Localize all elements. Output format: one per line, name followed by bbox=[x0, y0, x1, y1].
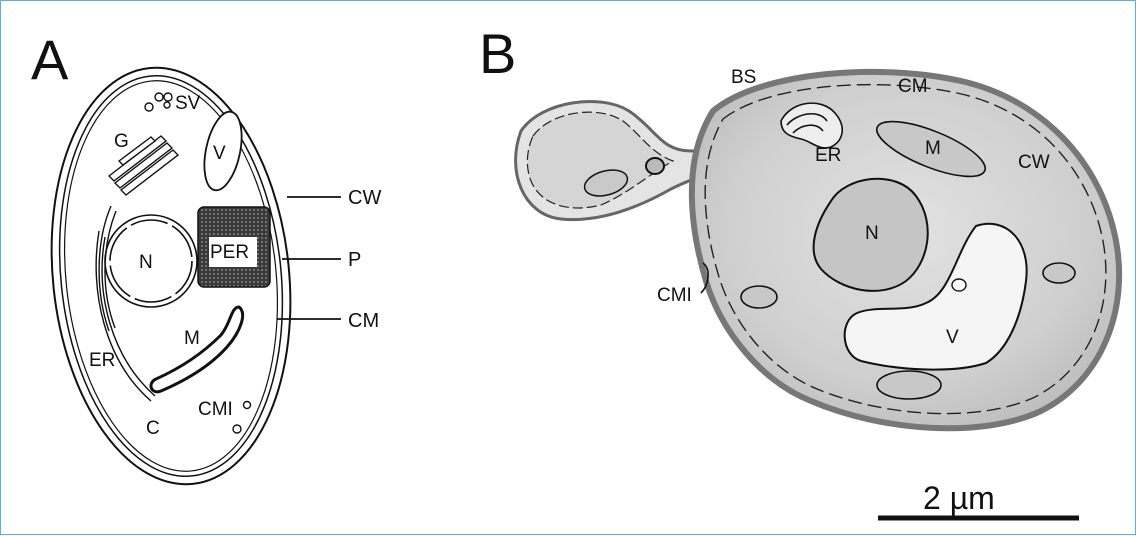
label-b-n: N bbox=[865, 223, 879, 244]
label-m: M bbox=[184, 328, 200, 349]
label-b-v: V bbox=[946, 327, 959, 348]
panel-b-vacuole-vesicle bbox=[952, 279, 966, 291]
panel-a-secretory-vesicles bbox=[145, 93, 172, 111]
panel-b: B bbox=[479, 22, 1119, 518]
label-b-cm: CM bbox=[898, 76, 928, 97]
label-n: N bbox=[139, 252, 153, 273]
label-c: C bbox=[146, 418, 160, 439]
label-v: V bbox=[213, 143, 226, 164]
scale-bar: 2 µm bbox=[878, 480, 1079, 518]
scale-bar-label: 2 µm bbox=[923, 480, 995, 516]
label-er: ER bbox=[89, 350, 115, 371]
label-b-cw: CW bbox=[1018, 152, 1050, 173]
label-g: G bbox=[114, 131, 129, 152]
panel-b-letter: B bbox=[479, 22, 516, 85]
label-cm: CM bbox=[348, 310, 379, 332]
panel-a-letter: A bbox=[31, 28, 69, 91]
label-b-cmi: CMI bbox=[657, 285, 692, 306]
label-per: PER bbox=[210, 242, 249, 263]
label-cmi: CMI bbox=[198, 399, 233, 420]
panel-a-mitochondrion bbox=[151, 307, 243, 392]
panel-a: A bbox=[31, 28, 381, 496]
label-p: P bbox=[348, 249, 361, 271]
label-sv: SV bbox=[175, 93, 201, 114]
label-b-m: M bbox=[925, 138, 941, 159]
label-cw: CW bbox=[348, 187, 381, 209]
label-b-bs: BS bbox=[731, 67, 756, 88]
panel-a-leader-lines bbox=[277, 197, 341, 319]
label-b-er: ER bbox=[815, 145, 841, 166]
panel-a-er bbox=[96, 206, 155, 401]
